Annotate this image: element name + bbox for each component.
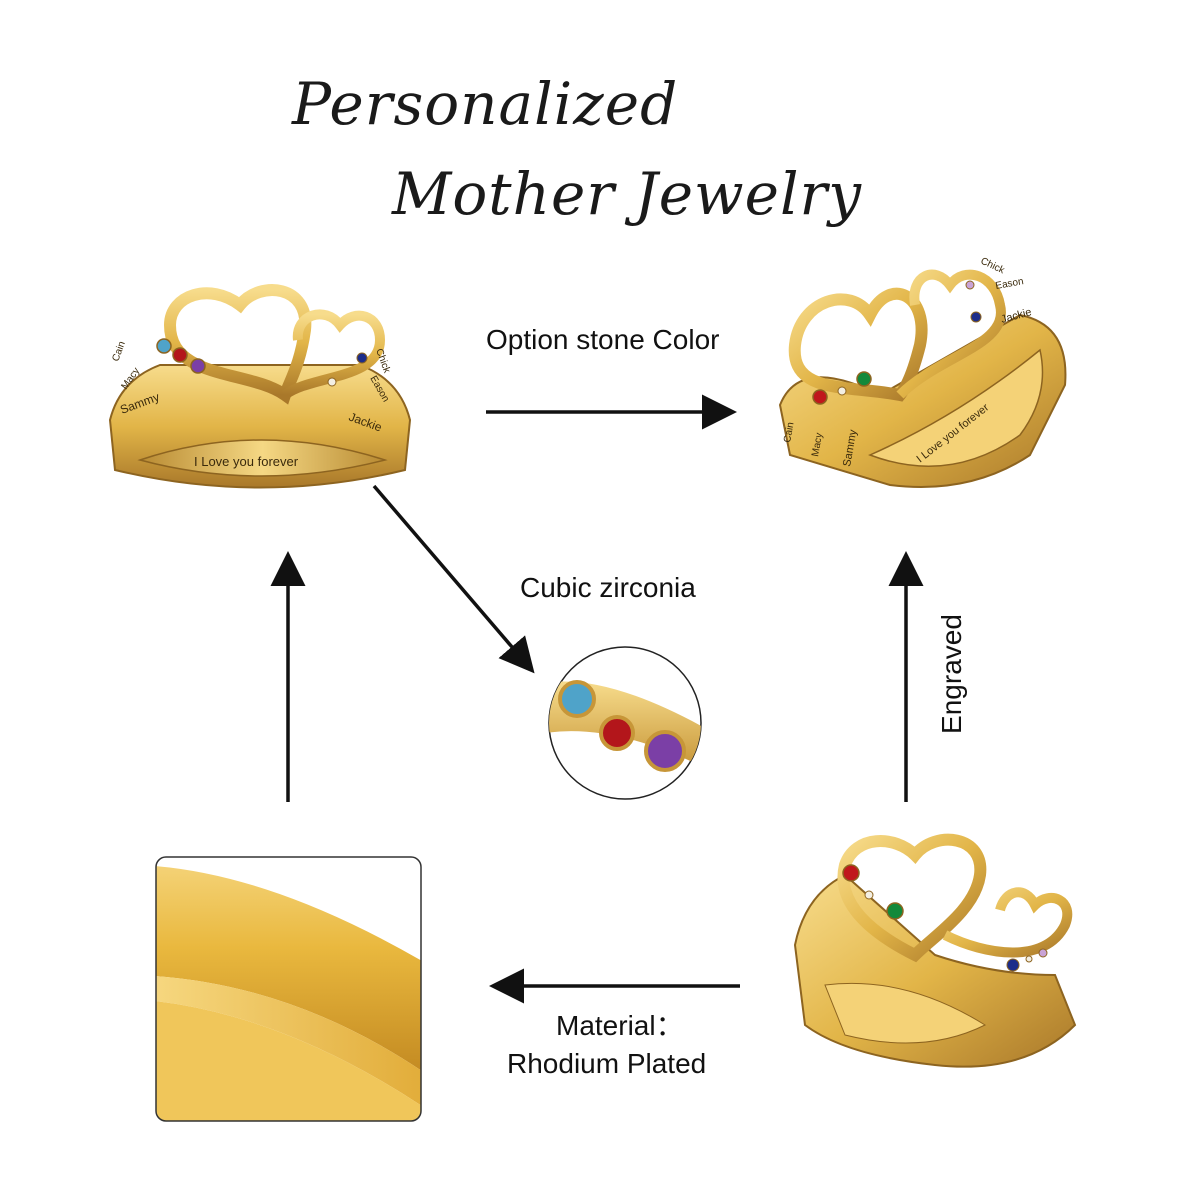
stone-closeup-image xyxy=(548,646,702,800)
title-line-2: Mother Jewelry xyxy=(392,160,863,228)
material-label: Material： xyxy=(556,1010,684,1041)
cubic-zirconia-label: Cubic zirconia xyxy=(520,572,696,603)
arrow-diagonal-to-stones xyxy=(372,484,535,674)
ring-side-view-image xyxy=(793,833,1077,1068)
ring-front-view-image: Cain Macy Sammy Chick Eason Jackie I Lov… xyxy=(108,284,412,489)
ring-angle-name-1: Cain xyxy=(782,421,796,443)
ring-front-inner-engraving: I Love you forever xyxy=(194,454,299,469)
band-closeup-image xyxy=(155,856,422,1122)
ring-angle-name-5: Eason xyxy=(995,276,1025,292)
ring-front-name-1: Cain xyxy=(110,340,127,363)
option-stone-color-label: Option stone Color xyxy=(486,324,720,355)
ring-angle-name-2: Macy xyxy=(810,432,825,457)
ring-angle-view-image: Cain Macy Sammy Chick Eason Jackie I Lov… xyxy=(778,256,1067,488)
material-value-label: Rhodium Plated xyxy=(507,1048,707,1079)
title-line-1: Personalized xyxy=(292,70,679,138)
